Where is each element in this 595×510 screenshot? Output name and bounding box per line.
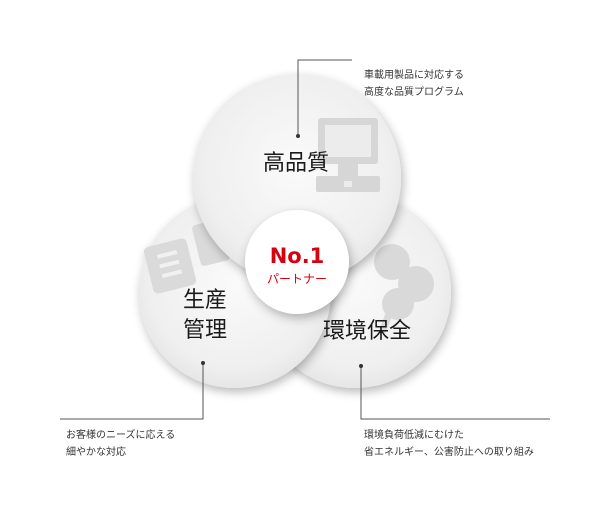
monitor-icon <box>316 118 380 192</box>
callout-environment-line-2: 省エネルギー、公害防止への取り組み <box>364 447 534 458</box>
center-subtitle: パートナー <box>267 272 327 286</box>
petal-management-label-line-1: 生産 <box>183 288 227 313</box>
leader-management <box>60 361 205 420</box>
callout-environment: 環境負荷低減にむけた 省エネルギー、公害防止への取り組み <box>364 427 534 461</box>
callout-management-line-2: 細やかな対応 <box>66 447 126 458</box>
callout-management: お客様のニーズに応える 細やかな対応 <box>66 427 175 461</box>
callout-quality: 車載用製品に対応する 高度な品質プログラム <box>364 67 464 101</box>
callout-management-line-1: お客様のニーズに応える <box>66 430 176 441</box>
petal-quality <box>193 74 401 282</box>
callout-environment-line-1: 環境負荷低減にむけた <box>364 430 464 441</box>
callout-quality-line-2: 高度な品質プログラム <box>364 87 464 98</box>
petal-management-label-line-2: 管理 <box>183 318 227 343</box>
callout-quality-line-1: 車載用製品に対応する <box>364 70 464 81</box>
petal-environment-label: 環境保全 <box>323 319 411 344</box>
center-rank: No.1 <box>270 244 325 268</box>
petal-quality-label: 高品質 <box>263 151 329 176</box>
leader-quality <box>296 59 352 138</box>
clover-icon <box>374 244 434 334</box>
center-disc: No.1 パートナー <box>245 210 349 314</box>
leader-environment <box>359 364 550 420</box>
